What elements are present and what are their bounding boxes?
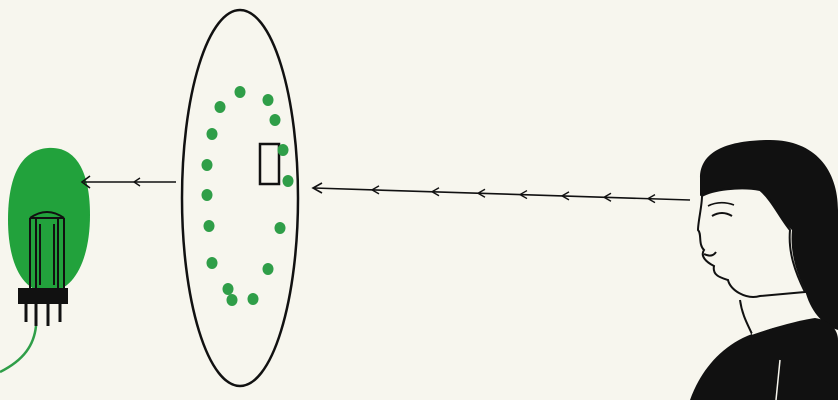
tube-glass [8, 148, 90, 292]
disk-hole [235, 86, 246, 98]
disk-hole [215, 101, 226, 113]
disk-hole [283, 175, 294, 187]
disk-hole [248, 293, 259, 305]
tube-pins [26, 304, 60, 326]
light-beam-right [313, 183, 690, 203]
disk-hole [263, 263, 274, 275]
disk-hole [202, 159, 213, 171]
disk-hole [207, 128, 218, 140]
viewer-neck [740, 300, 752, 334]
light-beam-left [82, 176, 176, 188]
woman-profile-icon [690, 140, 838, 400]
vacuum-tube-icon [0, 148, 90, 372]
disk-hole [263, 94, 274, 106]
disk-outline [182, 10, 298, 386]
disk-hole [275, 222, 286, 234]
disk-aperture [260, 144, 279, 184]
disk-hole [223, 283, 234, 295]
tube-wire [0, 326, 36, 372]
disk-hole [202, 189, 213, 201]
disk-hole [204, 220, 215, 232]
disk-holes [202, 86, 294, 306]
disk-hole [207, 257, 218, 269]
disk-hole [227, 294, 238, 306]
tube-base [18, 288, 68, 304]
disk-hole [270, 114, 281, 126]
scanning-disk-icon [182, 10, 298, 386]
disk-hole [278, 144, 289, 156]
